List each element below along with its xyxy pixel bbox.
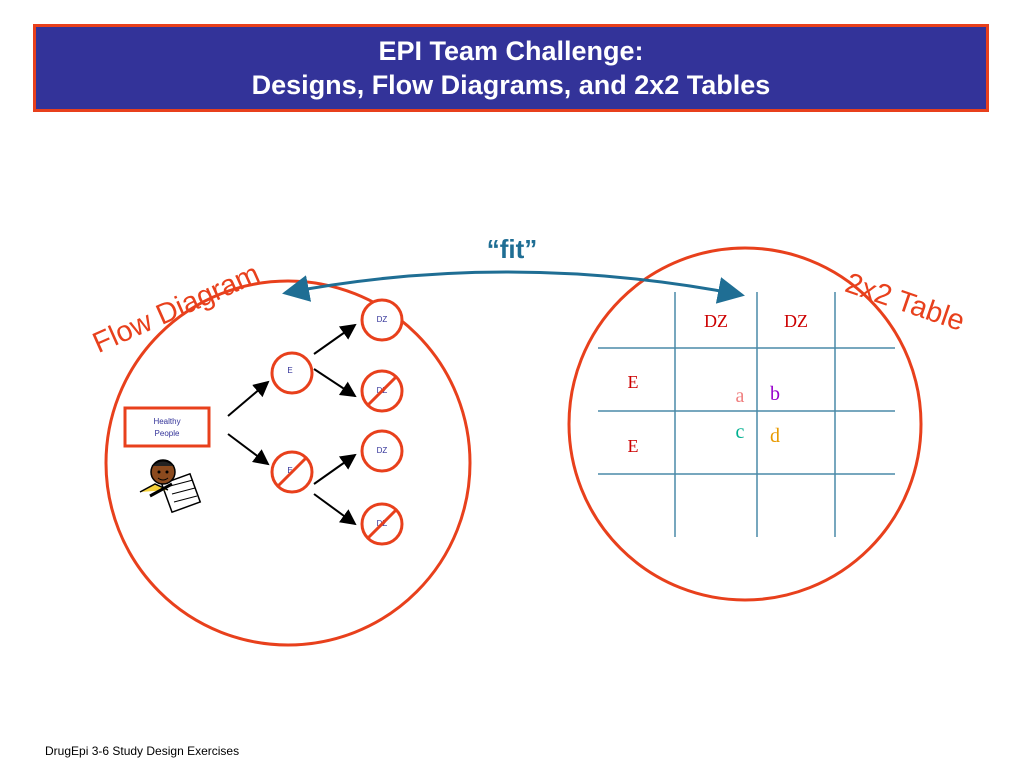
- dz-node-3: [360, 429, 404, 473]
- fit-label: “fit”: [487, 234, 538, 264]
- two-by-two-circle: [567, 246, 923, 602]
- dz-label-3: DZ: [377, 446, 388, 455]
- footer-text: DrugEpi 3-6 Study Design Exercises: [45, 744, 240, 758]
- dz-strike-4: [366, 508, 398, 540]
- healthy-people-box: [123, 406, 211, 448]
- col-header-not-dz: DZ: [784, 311, 808, 331]
- arrow-unexposed-to-dz-3: [313, 453, 357, 485]
- flow-diagram-label: Flow Diagram: [88, 258, 264, 360]
- person-writing-icon: [139, 459, 202, 514]
- cell-d: d: [770, 425, 780, 447]
- two-by-two-label: 2x2 Table: [841, 267, 968, 338]
- healthy-people-line-1: Healthy: [153, 417, 180, 426]
- exposed-node: [270, 351, 314, 395]
- col-header-dz: DZ: [704, 311, 728, 331]
- title-banner: EPI Team Challenge: Designs, Flow Diagra…: [33, 24, 989, 112]
- dz-strike-2: [366, 375, 398, 407]
- title-line-1: EPI Team Challenge:: [378, 36, 644, 66]
- exposed-label: E: [287, 366, 292, 375]
- arrow-healthy-to-exposed: [227, 380, 270, 417]
- row-header-not-e: E: [628, 436, 639, 456]
- dz-node-1: [360, 298, 404, 342]
- healthy-people-line-2: People: [155, 429, 180, 438]
- cell-c: c: [736, 421, 745, 443]
- cell-a: a: [736, 385, 745, 407]
- fit-arrow: [282, 270, 745, 304]
- two-by-two-grid: [598, 292, 895, 537]
- dz-label-1: DZ: [377, 315, 388, 324]
- title-line-2: Designs, Flow Diagrams, and 2x2 Tables: [251, 70, 771, 100]
- arrow-exposed-to-dz-1: [313, 323, 357, 355]
- cell-b: b: [770, 383, 780, 405]
- arrow-exposed-to-dz-2: [313, 368, 357, 398]
- unexposed-strike: [276, 456, 308, 488]
- arrow-unexposed-to-dz-4: [313, 493, 357, 526]
- arrow-healthy-to-unexposed: [227, 433, 270, 466]
- unexposed-label: E: [287, 466, 292, 475]
- row-header-e: E: [628, 372, 639, 392]
